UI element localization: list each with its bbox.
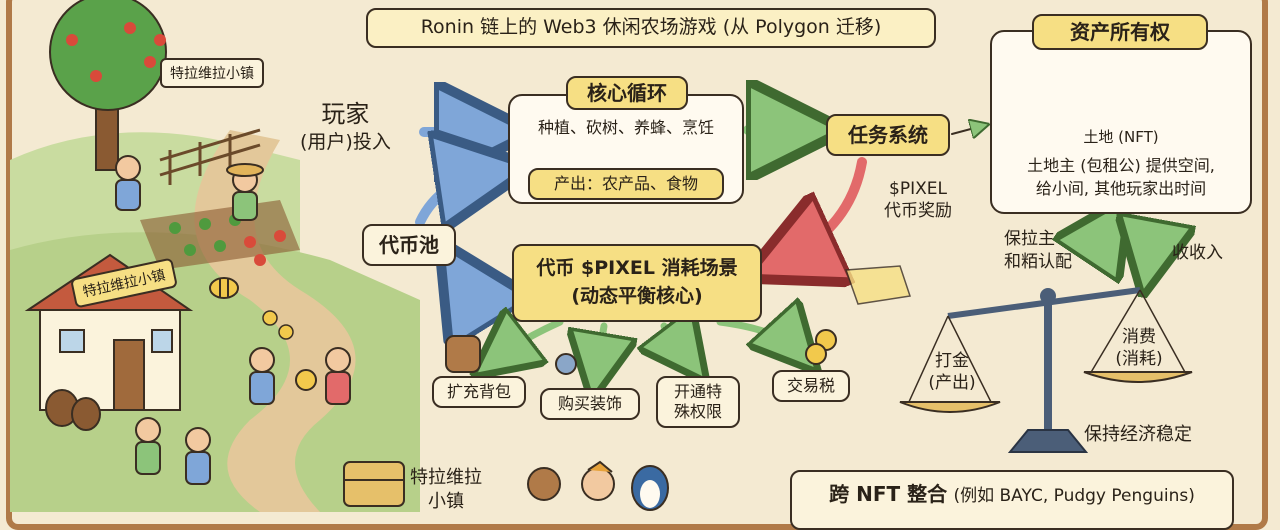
farmer-characters: [115, 155, 351, 485]
ownership-right-cycle: 收收入: [1172, 243, 1223, 263]
bee: [209, 277, 239, 299]
page-title-text: Ronin 链上的 Web3 休闲农场游戏 (从 Polygon 迁移): [420, 16, 882, 39]
token-sink-line1: 代币 $PIXEL 消耗场景: [536, 257, 738, 280]
task-system-label: 任务系统: [848, 122, 928, 147]
ownership-left-cycle-line1: 保拉主: [1004, 229, 1055, 249]
token-sink-line2: (动态平衡核心): [571, 285, 703, 307]
task-reward-label: $PIXEL 代币奖励: [884, 178, 952, 222]
balance-scale: [899, 287, 1193, 453]
use-special-permission-line1: 开通特: [673, 382, 722, 401]
use-buy-decoration: 购买装饰: [540, 388, 640, 420]
nft-integration-title: 跨 NFT 整合: [829, 482, 948, 506]
token-sink-box: 代币 $PIXEL 消耗场景 (动态平衡核心): [512, 244, 762, 322]
nft-integration-box: 跨 NFT 整合 (例如 BAYC, Pudgy Penguins): [790, 470, 1234, 530]
town-sign-bottom-line1: 特拉维拉: [410, 467, 482, 488]
core-loop-output: 产出：农产品、食物: [528, 168, 724, 200]
use-special-permission: 开通特 殊权限: [656, 376, 740, 428]
token-pool-box: 代币池: [362, 224, 456, 266]
balance-right-label: 消费 (消耗): [1096, 326, 1182, 370]
use-special-permission-line2: 殊权限: [673, 402, 722, 421]
ownership-panel: 土地 (NFT) 土地主 (包租公) 提供空间, 给小间, 其他玩家出时间: [990, 30, 1252, 214]
use-trade-tax-text: 交易税: [786, 376, 835, 395]
core-loop-output-text: 产出：农产品、食物: [553, 174, 698, 193]
town-sign-top: 特拉维拉小镇: [160, 58, 264, 88]
player-label: 玩家 (用户)投入: [300, 98, 391, 156]
ownership-title-text: 资产所有权: [1070, 19, 1170, 44]
balance-left-line1: 打金: [935, 351, 969, 371]
balance-left-label: 打金 (产出): [912, 350, 992, 394]
garden: [140, 200, 300, 270]
page-title: Ronin 链上的 Web3 休闲农场游戏 (从 Polygon 迁移): [366, 8, 936, 48]
balance-right-line1: 消费: [1122, 327, 1156, 347]
player-label-line1: 玩家: [321, 100, 370, 128]
treasure-chest: [343, 461, 405, 507]
ownership-left-cycle: 保拉主 和粨认配: [1004, 228, 1072, 274]
tree: [49, 0, 167, 171]
use-trade-tax: 交易税: [772, 370, 850, 402]
use-buy-decoration-text: 购买装饰: [557, 394, 622, 413]
player-label-line2: (用户)投入: [300, 131, 391, 154]
balance-left-line2: (产出): [928, 373, 976, 394]
town-sign-bottom-line2: 小镇: [428, 491, 464, 513]
task-reward-line1: $PIXEL: [889, 179, 947, 199]
balance-caption: 保持经济稳定: [1084, 424, 1192, 445]
balance-right-line2: (消耗): [1115, 349, 1163, 370]
scroll-icon: [844, 265, 911, 305]
town-sign-bottom: 特拉维拉 小镇: [410, 466, 482, 515]
core-loop-title-text: 核心循环: [587, 80, 667, 105]
farm-scene: [10, 0, 420, 512]
task-system-box: 任务系统: [826, 114, 950, 156]
flow-arrows: [415, 126, 1149, 374]
core-loop-actions: 种植、砍树、养蜂、烹饪: [537, 118, 714, 137]
use-expand-backpack: 扩充背包: [432, 376, 526, 408]
use-expand-backpack-text: 扩充背包: [446, 382, 511, 401]
task-reward-line2: 代币奖励: [884, 201, 952, 222]
nft-integration-examples: (例如 BAYC, Pudgy Penguins): [953, 486, 1195, 506]
land-nft-label: 土地 (NFT): [1083, 128, 1159, 146]
ownership-left-cycle-line2: 和粨认配: [1004, 251, 1072, 272]
core-loop-title: 核心循环: [566, 76, 688, 110]
town-sign-top-text: 特拉维拉小镇: [170, 66, 254, 82]
ownership-desc-line1: 土地主 (包租公) 提供空间,: [1027, 156, 1215, 175]
ownership-desc-line2: 给小间, 其他玩家出时间: [1035, 179, 1207, 199]
ownership-title: 资产所有权: [1032, 14, 1208, 50]
nft-characters: [527, 460, 669, 511]
token-pool-label: 代币池: [379, 232, 439, 257]
usage-icons: [445, 329, 837, 375]
